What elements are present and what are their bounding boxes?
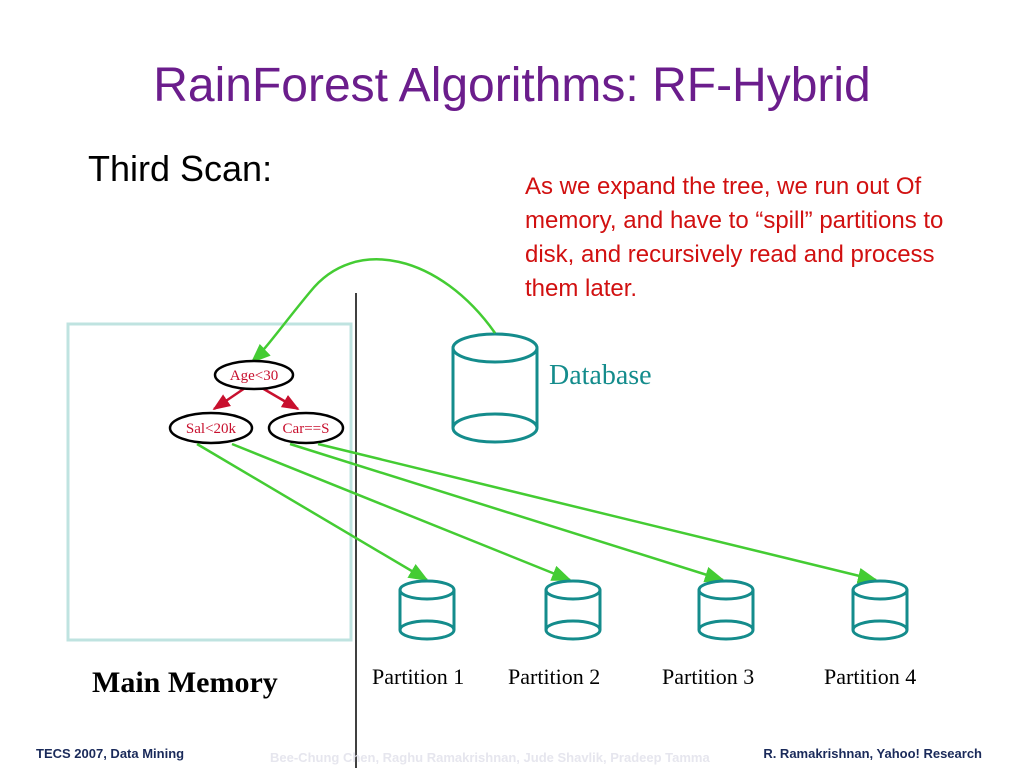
- tree-node-root: Age<30: [213, 359, 295, 391]
- arrow-to-partition-2: [231, 442, 572, 582]
- partition-cylinder-3: [697, 579, 755, 641]
- footer-middle: Bee-Chung Chen, Raghu Ramakrishnan, Jude…: [270, 750, 710, 765]
- main-memory-box: [66, 322, 353, 642]
- partition-label-4: Partition 4: [824, 664, 917, 689]
- tree-node-left: Sal<20k: [168, 411, 254, 445]
- partition-label-2: Partition 2: [508, 664, 601, 689]
- annotation-note: As we expand the tree, we run out Of mem…: [525, 173, 944, 302]
- partition-label-3: Partition 3: [662, 664, 755, 689]
- tree-node-left-label: Sal<20k: [186, 421, 237, 437]
- tree-node-right-label: Car==S: [283, 421, 330, 437]
- database-cylinder: [451, 332, 539, 444]
- partition-cylinder-1: [398, 579, 456, 641]
- arrow-to-partition-1: [196, 442, 429, 582]
- database-to-root-arrow: [250, 258, 497, 364]
- partition-cylinder-2: [544, 579, 602, 641]
- arrow-to-partition-3: [289, 442, 725, 583]
- partition-label-1: Partition 1: [372, 664, 465, 689]
- database-label: Database: [549, 360, 652, 391]
- arrow-to-partition-4: [317, 442, 878, 584]
- slide-subtitle: Third Scan:: [88, 148, 273, 189]
- slide-title: RainForest Algorithms: RF-Hybrid: [153, 59, 871, 112]
- tree-node-root-label: Age<30: [230, 368, 278, 384]
- tree-edge-left: [212, 386, 246, 411]
- footer-left: TECS 2007, Data Mining: [36, 746, 185, 761]
- partition-cylinder-4: [851, 579, 909, 641]
- tree-node-right: Car==S: [267, 411, 345, 445]
- tree-edge-right: [261, 386, 300, 411]
- footer-right: R. Ramakrishnan, Yahoo! Research: [763, 746, 982, 761]
- main-memory-label: Main Memory: [92, 666, 278, 699]
